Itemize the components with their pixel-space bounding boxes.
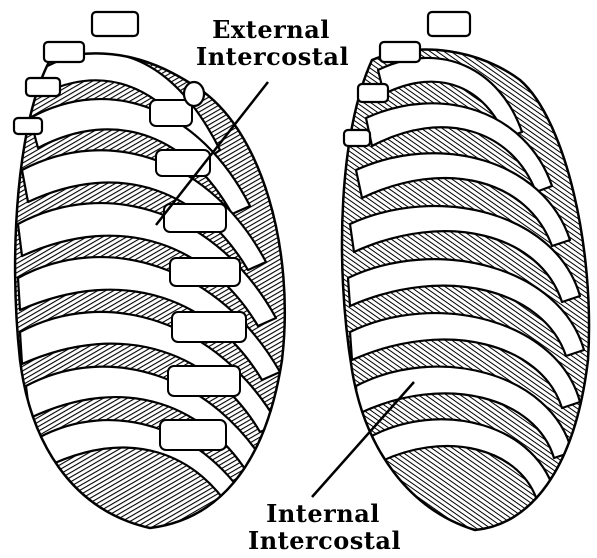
internal-intercostal-label: Internal Intercostal (248, 500, 398, 554)
external-intercostal-rib-cage (0, 30, 300, 540)
external-label-line1: External (196, 16, 346, 43)
internal-intercostal-rib-cage (330, 30, 597, 540)
external-intercostal-label: External Intercostal (196, 16, 346, 70)
internal-label-line1: Internal (248, 500, 398, 527)
internal-label-line2: Intercostal (248, 527, 398, 554)
external-label-line2: Intercostal (196, 43, 346, 70)
